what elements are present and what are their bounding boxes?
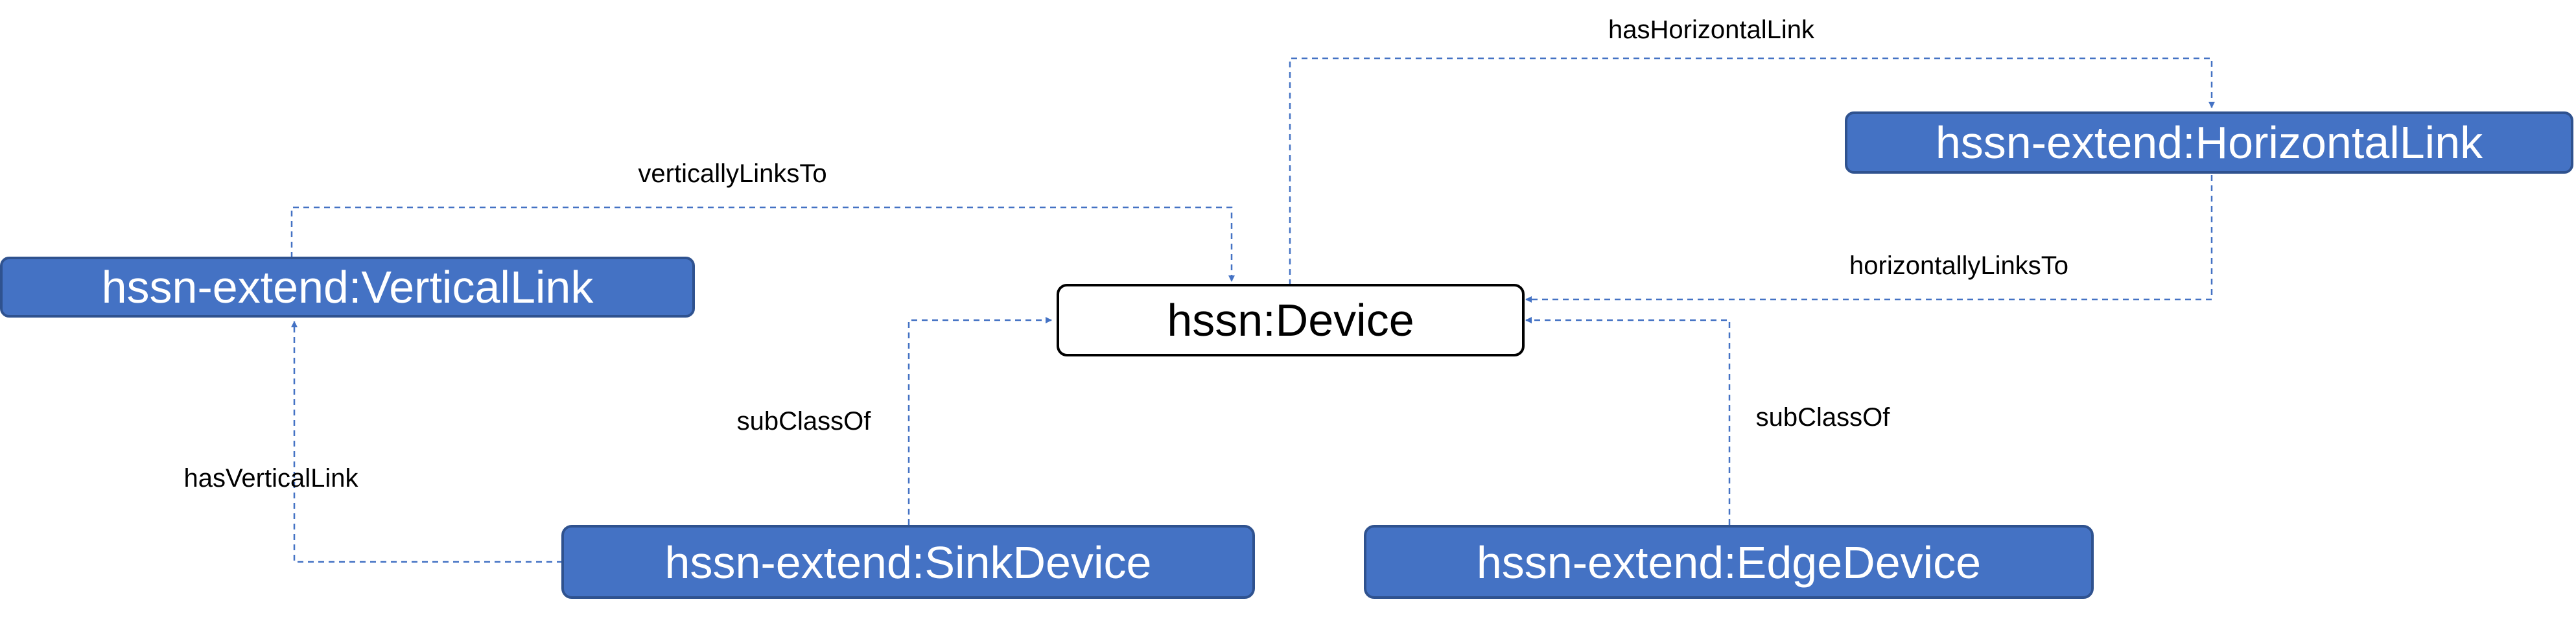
node-edge-device-label: hssn-extend:EdgeDevice (1477, 537, 1981, 588)
edge-labels: hasHorizontalLink horizontallyLinksTo ve… (183, 16, 2068, 493)
node-edge-device: hssn-extend:EdgeDevice (1364, 525, 2094, 599)
label-has-horizontal-link: hasHorizontalLink (1608, 16, 1815, 44)
edge-vertically-links-to (290, 206, 1235, 282)
node-vertical-link-label: hssn-extend:VerticalLink (102, 262, 594, 312)
node-horizontal-link: hssn-extend:HorizontalLink (1845, 111, 2573, 174)
node-sink-device: hssn-extend:SinkDevice (561, 525, 1255, 599)
label-horizontally-links-to: horizontallyLinksTo (1849, 251, 2068, 280)
label-edge-subclass-of: subClassOf (1756, 403, 1891, 432)
label-vertically-links-to: verticallyLinksTo (638, 159, 826, 188)
edge-has-vertical-link (291, 321, 563, 563)
node-horizontal-link-label: hssn-extend:HorizontalLink (1936, 117, 2483, 168)
edge-sink-subclass-of (907, 317, 1052, 525)
label-sink-subclass-of: subClassOf (737, 407, 872, 436)
label-has-vertical-link: hasVerticalLink (183, 464, 358, 493)
node-sink-device-label: hssn-extend:SinkDevice (665, 537, 1152, 588)
edge-edge-subclass-of (1525, 317, 1731, 525)
edge-has-horizontal-link (1289, 57, 2215, 285)
edge-horizontally-links-to (1525, 175, 2213, 303)
edges (290, 57, 2215, 563)
node-device: hssn:Device (1057, 284, 1525, 356)
node-vertical-link: hssn-extend:VerticalLink (0, 257, 695, 318)
node-device-label: hssn:Device (1167, 295, 1414, 345)
